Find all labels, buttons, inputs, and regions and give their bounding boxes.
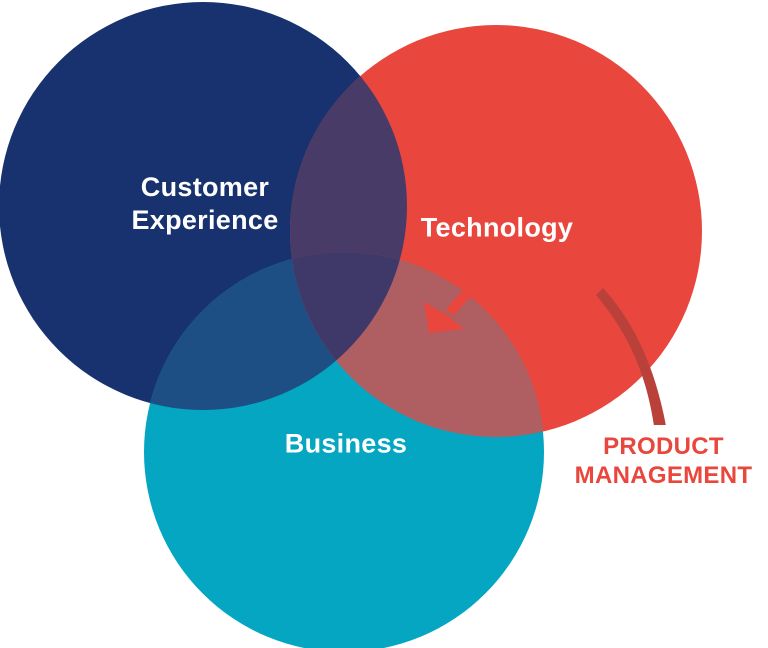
callout-arrow-swoosh bbox=[596, 288, 666, 426]
product-management-line1: PRODUCT bbox=[603, 433, 724, 460]
technology-business-overlap bbox=[290, 252, 544, 437]
product-management-callout: PRODUCT MANAGEMENT bbox=[569, 425, 758, 497]
callout-arrow-head bbox=[424, 302, 464, 333]
product-management-line2: MANAGEMENT bbox=[574, 462, 753, 489]
technology-label: Technology bbox=[420, 212, 574, 243]
customer-business-overlap bbox=[144, 252, 407, 410]
customer-experience-label-line2: Experience bbox=[131, 205, 279, 235]
customer-experience-label-line1: Customer bbox=[140, 172, 270, 202]
customer-experience-label: Customer Experience bbox=[131, 171, 278, 237]
business-label: Business bbox=[284, 428, 408, 459]
callout-arrow-shaft bbox=[445, 263, 508, 316]
